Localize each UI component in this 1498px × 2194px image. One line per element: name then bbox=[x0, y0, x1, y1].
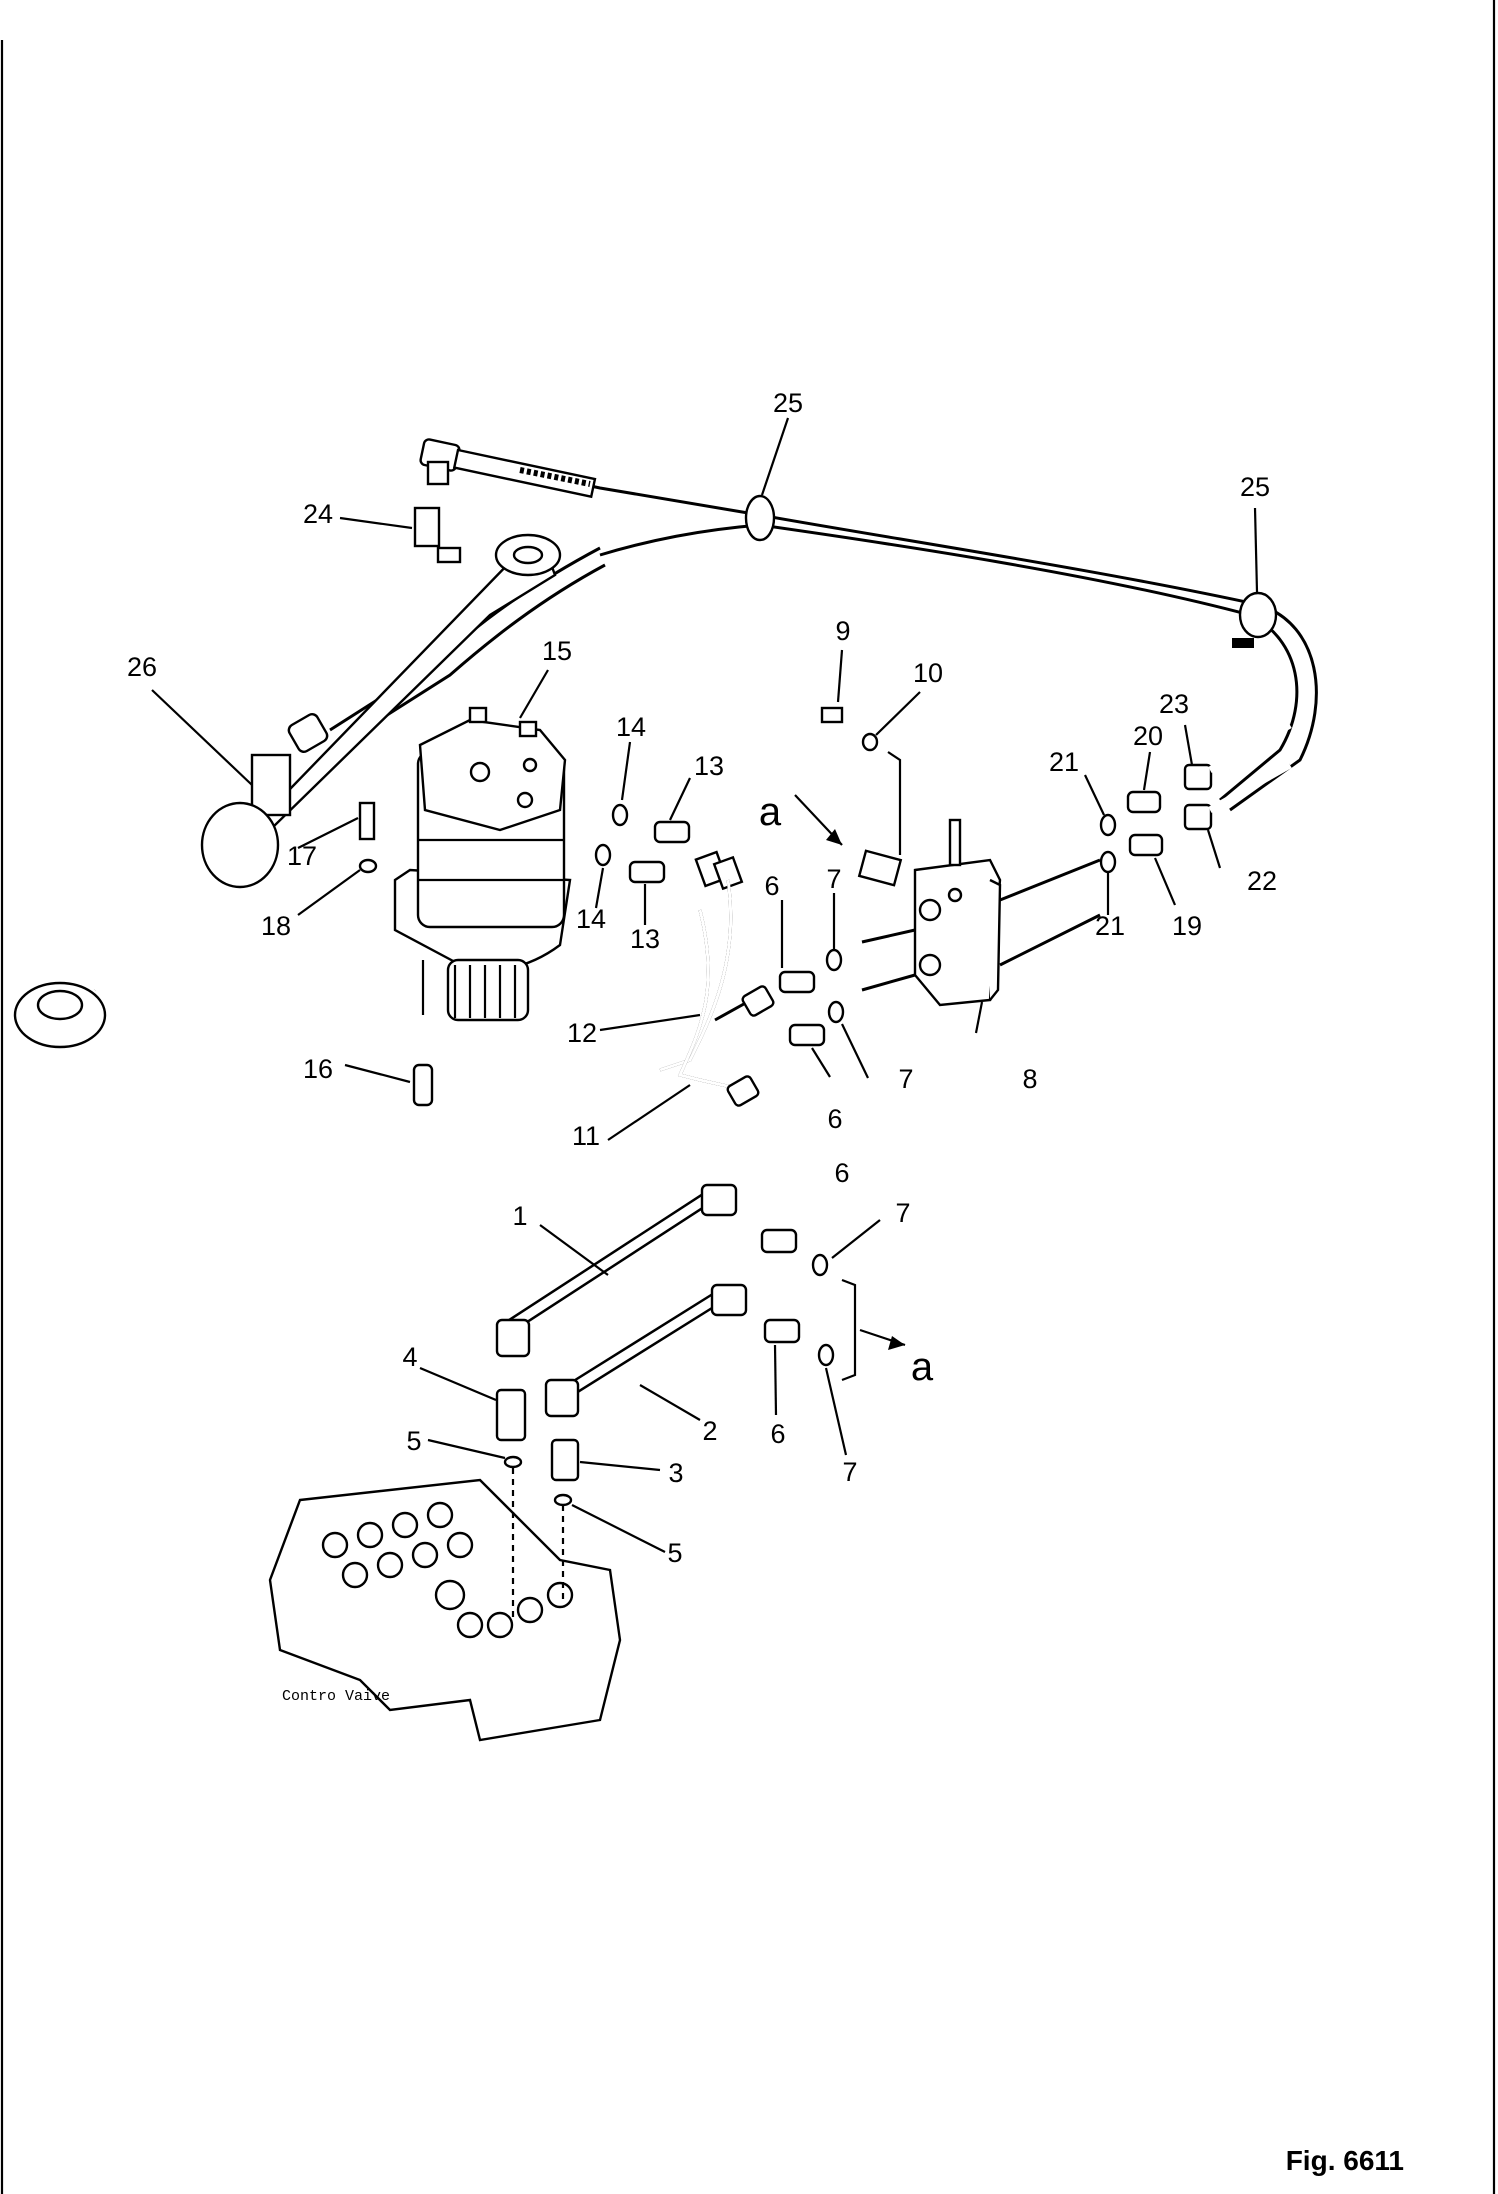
upper-hose bbox=[459, 456, 1318, 812]
callout-15: 15 bbox=[542, 636, 572, 666]
callout-19: 19 bbox=[1172, 911, 1202, 941]
callout-25: 25 bbox=[773, 388, 803, 418]
oring-5-left bbox=[503, 1455, 523, 1469]
tee-fitting-24 bbox=[413, 506, 441, 548]
callout-26: 26 bbox=[127, 652, 157, 682]
washer-18 bbox=[358, 858, 378, 874]
callout-5: 5 bbox=[667, 1538, 682, 1568]
cylinder-clamp bbox=[250, 753, 292, 817]
view-marker-a-lower: a bbox=[911, 1345, 934, 1389]
callout-16: 16 bbox=[303, 1054, 333, 1084]
control-valve-caption: Contro Vaive bbox=[282, 1688, 390, 1705]
swing-motor-unit bbox=[358, 706, 572, 1107]
callout-20: 20 bbox=[1133, 721, 1163, 751]
callout-24: 24 bbox=[303, 499, 333, 529]
callout-23: 23 bbox=[1159, 689, 1189, 719]
pin-16 bbox=[412, 1063, 434, 1107]
callout-7: 7 bbox=[826, 864, 841, 894]
tubes-1-2 bbox=[495, 1183, 906, 1507]
boom-hose-fitting bbox=[287, 713, 329, 753]
callout-6: 6 bbox=[827, 1104, 842, 1134]
clamp-25-left bbox=[744, 494, 776, 542]
callout-2: 2 bbox=[702, 1416, 717, 1446]
callout-11: 11 bbox=[572, 1121, 600, 1151]
callout-8: 8 bbox=[1022, 1064, 1037, 1094]
callout-7: 7 bbox=[842, 1457, 857, 1487]
clamp-25-tab bbox=[1232, 638, 1254, 648]
adapter-4 bbox=[495, 1388, 527, 1442]
bolt-9 bbox=[820, 706, 844, 724]
washer-10 bbox=[861, 732, 879, 752]
callout-labels: 25 25 24 26 15 14 14 13 13 17 18 16 12 1… bbox=[127, 388, 1277, 1568]
leader-lines bbox=[151, 417, 1259, 1553]
view-plate bbox=[857, 849, 903, 887]
callout-7: 7 bbox=[895, 1198, 910, 1228]
callout-1: 1 bbox=[512, 1201, 527, 1231]
fittings-13-14 bbox=[594, 803, 744, 891]
adapter-3 bbox=[550, 1438, 580, 1482]
callout-14: 14 bbox=[616, 712, 646, 742]
callout-21: 21 bbox=[1095, 911, 1125, 941]
fittings-6-7-upper bbox=[778, 706, 902, 1047]
callout-22: 22 bbox=[1247, 866, 1277, 896]
clamp-25-right bbox=[1238, 591, 1278, 639]
callout-6: 6 bbox=[764, 871, 779, 901]
callout-10: 10 bbox=[913, 658, 943, 688]
callout-17: 17 bbox=[287, 841, 317, 871]
boom-cylinder bbox=[13, 506, 562, 1049]
callout-25: 25 bbox=[1240, 472, 1270, 502]
boom-hose-b bbox=[339, 563, 606, 747]
callout-4: 4 bbox=[402, 1342, 417, 1372]
callout-7: 7 bbox=[898, 1064, 913, 1094]
callout-12: 12 bbox=[567, 1018, 597, 1048]
oring-5-right bbox=[553, 1493, 573, 1507]
callout-6: 6 bbox=[770, 1419, 785, 1449]
elbow-fitting-top bbox=[419, 438, 597, 499]
hoses-11-12 bbox=[659, 879, 775, 1107]
lower-hose bbox=[599, 523, 1299, 802]
fittings-19-23 bbox=[1099, 721, 1292, 874]
callout-6: 6 bbox=[834, 1158, 849, 1188]
selector-valve-8 bbox=[857, 818, 1101, 1007]
callout-3: 3 bbox=[668, 1458, 683, 1488]
callout-13: 13 bbox=[630, 924, 660, 954]
callout-18: 18 bbox=[261, 911, 291, 941]
callout-14: 14 bbox=[576, 904, 606, 934]
callout-5: 5 bbox=[406, 1426, 421, 1456]
figure-number: Fig. 6611 bbox=[1286, 2145, 1404, 2176]
callout-13: 13 bbox=[694, 751, 724, 781]
view-marker-a-upper: a bbox=[759, 790, 782, 834]
control-valve-block bbox=[268, 1468, 622, 1742]
callout-9: 9 bbox=[835, 616, 850, 646]
bolt-17 bbox=[358, 801, 376, 841]
callout-21: 21 bbox=[1049, 747, 1079, 777]
